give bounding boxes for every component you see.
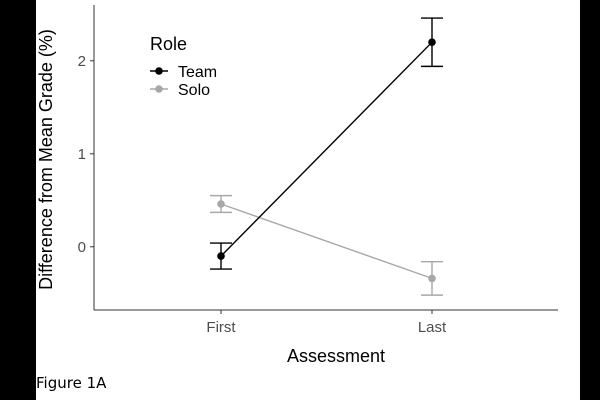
- chart-marks: [210, 17, 443, 296]
- figure-caption: Figure 1A: [36, 374, 107, 392]
- x-tick-label: First: [206, 319, 236, 336]
- legend-label-solo: Solo: [178, 82, 210, 99]
- legend-title: Role: [150, 34, 187, 54]
- solo-point: [217, 200, 225, 208]
- y-tick-label: 0: [78, 239, 86, 256]
- legend-key-point-solo: [155, 85, 163, 93]
- x-tick-label: Last: [418, 319, 447, 336]
- y-tick-label: 1: [78, 146, 86, 163]
- team-point: [217, 252, 225, 260]
- solo-series-line: [220, 203, 433, 280]
- solo-point: [428, 274, 436, 283]
- legend-label-team: Team: [178, 64, 217, 81]
- team-point: [428, 38, 436, 46]
- y-axis-title: Difference from Mean Grade (%): [36, 29, 56, 290]
- y-tick-label: 2: [78, 53, 86, 70]
- x-axis-title: Assessment: [287, 346, 385, 366]
- team-series-line: [220, 41, 433, 257]
- legend-key-point-team: [155, 67, 163, 75]
